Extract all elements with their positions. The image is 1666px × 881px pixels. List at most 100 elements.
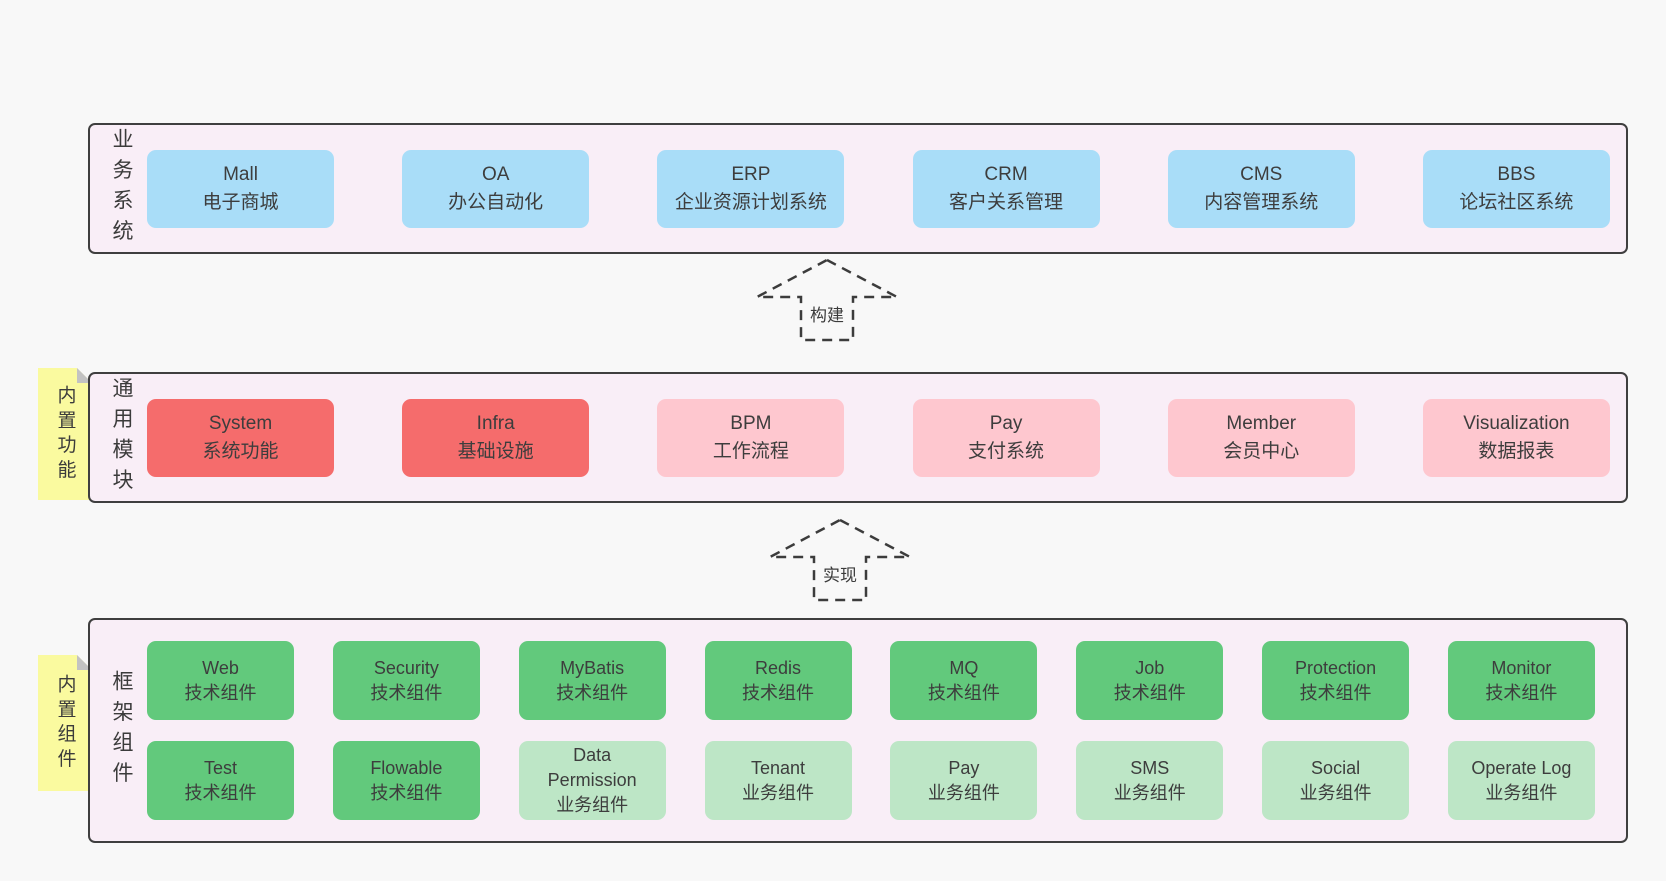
build-arrow-label: 构建 bbox=[807, 301, 847, 326]
sticky-built-in-components-label: 内置组件 bbox=[54, 673, 76, 773]
box-title: BBS bbox=[1497, 163, 1536, 185]
box-title: SMS bbox=[1130, 757, 1170, 778]
box-subtitle: 业务组件 bbox=[742, 782, 815, 803]
box-subtitle: 技术组件 bbox=[370, 782, 443, 803]
framework-components-grid: Web 技术组件 Security 技术组件 MyBatis 技术组件 Redi… bbox=[147, 620, 1595, 841]
box-title: Social bbox=[1311, 757, 1361, 778]
box-web: Web 技术组件 bbox=[147, 641, 294, 720]
implement-arrow-icon: 实现 bbox=[765, 515, 915, 605]
box-operate-log: Operate Log 业务组件 bbox=[1447, 741, 1595, 820]
box-data-permission: Data Permission 业务组件 bbox=[518, 741, 666, 820]
box-subtitle: 技术组件 bbox=[1485, 682, 1558, 703]
box-title: Monitor bbox=[1491, 657, 1552, 678]
box-title: Tenant bbox=[751, 757, 806, 778]
box-pay-component: Pay 业务组件 bbox=[890, 741, 1038, 820]
box-title: System bbox=[208, 412, 273, 434]
box-tenant: Tenant 业务组件 bbox=[704, 741, 852, 820]
box-title: Operate Log bbox=[1471, 757, 1572, 778]
layer-framework-components: 框架组件 Web 技术组件 Security 技术组件 MyBatis 技术组件… bbox=[88, 618, 1628, 843]
box-subtitle: 内容管理系统 bbox=[1204, 191, 1319, 213]
box-title: Pay bbox=[989, 412, 1023, 434]
box-title: Job bbox=[1135, 657, 1165, 678]
box-subtitle: 会员中心 bbox=[1223, 440, 1300, 462]
box-title: MyBatis bbox=[560, 657, 625, 678]
box-title: OA bbox=[481, 163, 510, 185]
box-subtitle: 业务组件 bbox=[1485, 782, 1558, 803]
box-mq: MQ 技术组件 bbox=[890, 641, 1038, 720]
box-title: Infra bbox=[476, 412, 515, 434]
box-crm: CRM 客户关系管理 bbox=[912, 149, 1100, 228]
box-title: Pay bbox=[948, 757, 980, 778]
framework-components-row-2: Test 技术组件 Flowable 技术组件 Data Permission … bbox=[147, 741, 1595, 820]
box-subtitle: 支付系统 bbox=[968, 440, 1045, 462]
layer-business-systems-label: 业务系统 bbox=[110, 127, 133, 250]
implement-arrow-label: 实现 bbox=[820, 561, 860, 586]
box-oa: OA 办公自动化 bbox=[402, 149, 590, 228]
box-subtitle: 系统功能 bbox=[202, 440, 279, 462]
layer-business-systems: 业务系统 Mall 电子商城 OA 办公自动化 ERP 企业资源计划系统 CRM… bbox=[88, 123, 1628, 254]
box-title: Security bbox=[373, 657, 439, 678]
box-title: MQ bbox=[949, 657, 979, 678]
sticky-built-in-components: 内置组件 bbox=[38, 655, 92, 791]
box-title: Protection bbox=[1295, 657, 1377, 678]
box-subtitle: 技术组件 bbox=[184, 782, 257, 803]
box-bpm: BPM 工作流程 bbox=[657, 398, 845, 477]
box-title: Mall bbox=[223, 163, 258, 185]
box-job: Job 技术组件 bbox=[1076, 641, 1224, 720]
layer-framework-components-label: 框架组件 bbox=[110, 669, 133, 792]
box-bbs: BBS 论坛社区系统 bbox=[1422, 149, 1610, 228]
box-title: CMS bbox=[1240, 163, 1283, 185]
box-sms: SMS 业务组件 bbox=[1076, 741, 1224, 820]
box-subtitle: 技术组件 bbox=[742, 682, 815, 703]
box-title: Web bbox=[202, 657, 239, 678]
box-subtitle: 办公自动化 bbox=[448, 191, 544, 213]
build-arrow-icon: 构建 bbox=[752, 255, 902, 345]
box-subtitle: 技术组件 bbox=[1113, 682, 1186, 703]
box-title: Flowable bbox=[370, 757, 443, 778]
box-subtitle: 工作流程 bbox=[712, 440, 789, 462]
sticky-built-in-features-label: 内置功能 bbox=[54, 384, 76, 484]
box-subtitle: 基础设施 bbox=[457, 440, 534, 462]
box-subtitle: 技术组件 bbox=[556, 682, 629, 703]
box-title: ERP bbox=[731, 163, 771, 185]
layer-common-modules-label: 通用模块 bbox=[110, 376, 133, 499]
box-monitor: Monitor 技术组件 bbox=[1447, 641, 1595, 720]
box-flowable: Flowable 技术组件 bbox=[332, 741, 480, 820]
box-subtitle: 技术组件 bbox=[1299, 682, 1372, 703]
box-title: BPM bbox=[730, 412, 772, 434]
business-systems-boxes: Mall 电子商城 OA 办公自动化 ERP 企业资源计划系统 CRM 客户关系… bbox=[147, 125, 1610, 252]
box-title: Redis bbox=[755, 657, 802, 678]
box-erp: ERP 企业资源计划系统 bbox=[657, 149, 845, 228]
box-member: Member 会员中心 bbox=[1167, 398, 1355, 477]
box-subtitle: 企业资源计划系统 bbox=[674, 191, 827, 213]
box-system: System 系统功能 bbox=[147, 398, 334, 477]
layer-common-modules: 通用模块 System 系统功能 Infra 基础设施 BPM 工作流程 Pay… bbox=[88, 372, 1628, 503]
box-mybatis: MyBatis 技术组件 bbox=[518, 641, 666, 720]
box-title: Data Permission bbox=[547, 745, 637, 791]
box-subtitle: 数据报表 bbox=[1478, 440, 1555, 462]
framework-components-row-1: Web 技术组件 Security 技术组件 MyBatis 技术组件 Redi… bbox=[147, 641, 1595, 720]
box-infra: Infra 基础设施 bbox=[402, 398, 590, 477]
box-title: Member bbox=[1226, 412, 1297, 434]
box-test: Test 技术组件 bbox=[147, 741, 294, 820]
box-mall: Mall 电子商城 bbox=[147, 149, 334, 228]
box-social: Social 业务组件 bbox=[1262, 741, 1410, 820]
box-cms: CMS 内容管理系统 bbox=[1167, 149, 1355, 228]
box-subtitle: 技术组件 bbox=[370, 682, 443, 703]
box-title: Test bbox=[203, 757, 237, 778]
sticky-built-in-features: 内置功能 bbox=[38, 368, 92, 500]
box-security: Security 技术组件 bbox=[332, 641, 480, 720]
box-subtitle: 技术组件 bbox=[184, 682, 257, 703]
box-subtitle: 业务组件 bbox=[556, 794, 629, 815]
box-protection: Protection 技术组件 bbox=[1262, 641, 1410, 720]
box-pay-system: Pay 支付系统 bbox=[912, 398, 1100, 477]
box-subtitle: 业务组件 bbox=[1299, 782, 1372, 803]
box-subtitle: 电子商城 bbox=[202, 191, 279, 213]
box-subtitle: 业务组件 bbox=[1113, 782, 1186, 803]
box-title: Visualization bbox=[1463, 412, 1570, 434]
box-title: CRM bbox=[984, 163, 1028, 185]
common-modules-boxes: System 系统功能 Infra 基础设施 BPM 工作流程 Pay 支付系统… bbox=[147, 374, 1610, 501]
box-redis: Redis 技术组件 bbox=[704, 641, 852, 720]
box-visualization: Visualization 数据报表 bbox=[1422, 398, 1610, 477]
